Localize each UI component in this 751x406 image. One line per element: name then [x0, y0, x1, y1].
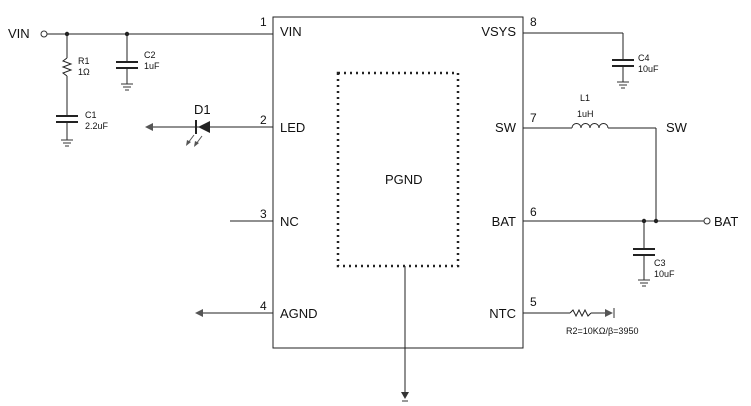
- l1-value: 1uH: [577, 109, 594, 119]
- c1-value: 2.2uF: [85, 121, 109, 131]
- vin-terminal-icon: [40, 30, 48, 38]
- pin1-name: VIN: [280, 24, 302, 39]
- pin7-number: 7: [530, 111, 537, 125]
- r2-label: R2=10KΩ/β=3950: [566, 326, 638, 336]
- l1-ref: L1: [580, 93, 590, 103]
- pin6-number: 6: [530, 205, 537, 219]
- pin3-number: 3: [260, 207, 267, 221]
- c1-ref: C1: [85, 110, 97, 120]
- c4-value: 10uF: [638, 64, 659, 74]
- pin7-name: SW: [495, 120, 517, 135]
- c3-ref: C3: [654, 258, 666, 268]
- net-label-vin: VIN: [8, 26, 30, 41]
- r1-value: 1Ω: [78, 67, 90, 77]
- pin8-name: VSYS: [481, 24, 516, 39]
- pin2-name: LED: [280, 120, 305, 135]
- r2-thermistor-icon: [569, 308, 592, 318]
- ntc-arrow-icon: [605, 309, 613, 317]
- d1-ref: D1: [194, 102, 211, 117]
- r1-ref: R1: [78, 56, 90, 66]
- pin3-name: NC: [280, 214, 299, 229]
- c4-ref: C4: [638, 53, 650, 63]
- pin5-name: NTC: [489, 306, 516, 321]
- bat-terminal-icon: [703, 217, 711, 225]
- led-arrow-icon: [145, 123, 153, 131]
- c2-value: 1uF: [144, 61, 160, 71]
- agnd-arrow-icon: [195, 309, 203, 317]
- d1-diode-icon: [198, 121, 210, 133]
- pgnd-label: PGND: [385, 172, 423, 187]
- c3-value: 10uF: [654, 269, 675, 279]
- pin1-number: 1: [260, 15, 267, 29]
- pin4-name: AGND: [280, 306, 318, 321]
- net-label-sw: SW: [666, 120, 688, 135]
- pin8-number: 8: [530, 15, 537, 29]
- ic-body: [272, 16, 524, 349]
- c2-ref: C2: [144, 50, 156, 60]
- pin5-number: 5: [530, 295, 537, 309]
- pin6-name: BAT: [492, 214, 516, 229]
- r1-resistor-icon: [61, 57, 73, 77]
- pgnd-pad: [336, 71, 460, 268]
- pin2-number: 2: [260, 113, 267, 127]
- net-label-bat: BAT: [714, 214, 738, 229]
- pin4-number: 4: [260, 299, 267, 313]
- pgnd-ground-icon: [401, 392, 409, 399]
- l1-inductor-icon: [571, 123, 609, 129]
